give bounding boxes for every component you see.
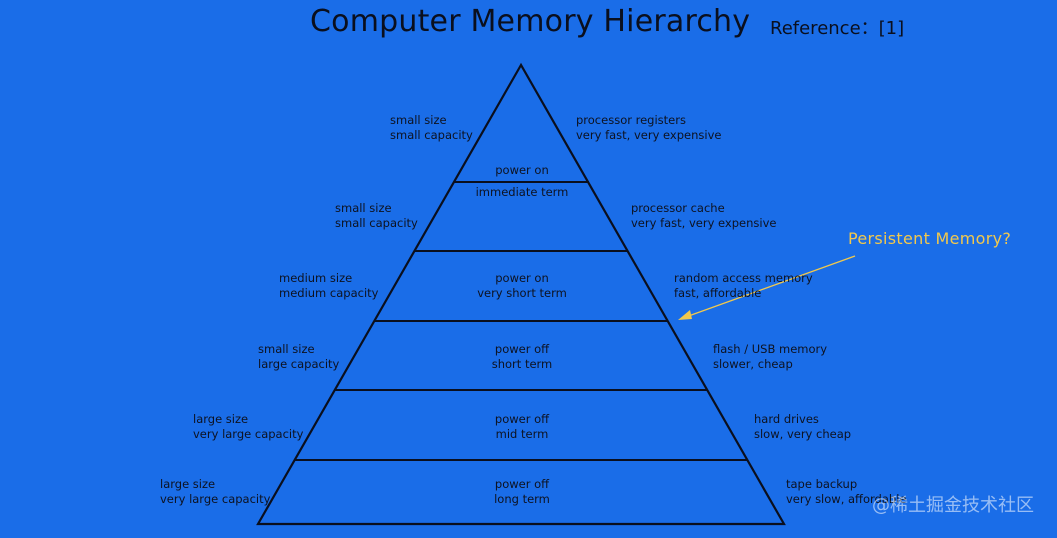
- reference-label: Reference：[1]: [770, 18, 905, 39]
- level-center-label: power on: [495, 163, 549, 177]
- callout-arrow-line: [682, 255, 856, 319]
- pyramid-outline: [256, 62, 786, 526]
- callout-arrow-head: [678, 310, 692, 320]
- diagram-title: Computer Memory Hierarchy: [310, 4, 751, 39]
- watermark: @稀土掘金技术社区: [872, 495, 1034, 516]
- level-center-label: immediate term: [475, 185, 569, 199]
- persistent-memory-callout: Persistent Memory?: [848, 229, 1012, 248]
